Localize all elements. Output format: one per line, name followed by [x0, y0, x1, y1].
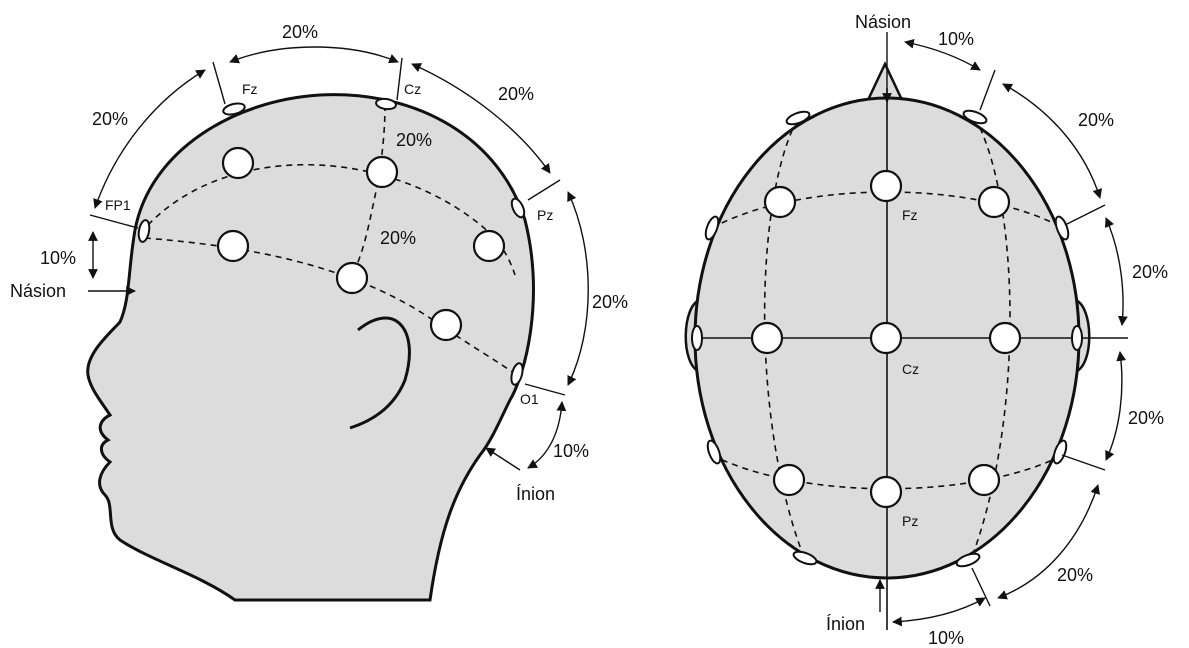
electrode: [988, 321, 1022, 355]
electrode-o1: [510, 362, 524, 386]
arc-right-mid-upper: [1104, 217, 1128, 326]
electrode: [763, 185, 797, 219]
arc-right-mid-lower: [1105, 351, 1127, 461]
tick-fp1: [89, 214, 139, 229]
electrode-fz: [869, 169, 903, 203]
tick-upper: [1064, 204, 1106, 226]
electrode-cz: [375, 97, 397, 111]
pct-cz-pz: 20%: [498, 84, 534, 104]
dashed-right-col: [969, 117, 1011, 563]
label-cz: Cz: [902, 361, 919, 377]
electrode-edge: [1071, 325, 1083, 351]
label-pz: Pz: [902, 513, 918, 529]
top-view: Násion Ínion Fz Cz Pz 10% 20% 20% 20% 20…: [684, 12, 1168, 648]
pct-right-mid-upper: 20%: [1132, 262, 1168, 282]
electrode-fz: [222, 102, 246, 116]
electrode: [472, 229, 506, 263]
tick-front: [979, 69, 996, 111]
arc-pz-o1: [567, 191, 589, 386]
electrode-edge: [955, 552, 981, 568]
label-o1: O1: [520, 391, 539, 407]
head-profile: [86, 93, 535, 602]
dashed-left-col: [763, 119, 806, 561]
arc-nasion-front: [904, 38, 981, 71]
label-fp1: FP1: [105, 197, 131, 213]
electrode-edge: [962, 109, 988, 125]
pct-fp1-fz: 20%: [92, 109, 128, 129]
electrode-pz: [869, 475, 903, 509]
arc-fz-cz: [229, 46, 399, 64]
label-fz: Fz: [902, 207, 918, 223]
label-inion: Ínion: [516, 484, 555, 504]
electrode: [335, 261, 369, 295]
nose: [866, 61, 904, 102]
pct-pz-o1: 20%: [592, 292, 628, 312]
arc-right-upper: [1002, 83, 1103, 199]
electrode-pz: [510, 197, 526, 219]
electrode: [750, 321, 784, 355]
tick-back: [971, 567, 991, 607]
side-view: Fz Cz Pz FP1 O1 20% 20% 20% 20% 20% 20% …: [10, 22, 628, 602]
electrode-edge: [792, 550, 818, 566]
tick-cz: [396, 57, 403, 101]
electrode: [429, 308, 463, 342]
pct-inner-cz: 20%: [396, 130, 432, 150]
ear: [349, 316, 411, 430]
electrode: [772, 463, 806, 497]
arc-cz-pz: [411, 63, 551, 174]
electrode-edge: [691, 325, 703, 351]
arc-right-lower: [997, 484, 1100, 600]
arc-fp1-fz: [93, 69, 206, 209]
tick-fz: [212, 61, 226, 105]
label-cz: Cz: [404, 81, 421, 97]
label-inion: Ínion: [826, 614, 865, 634]
label-nasion: Násion: [855, 12, 911, 32]
pct-o1-inion: 10%: [553, 441, 589, 461]
electrode-edge: [706, 439, 722, 465]
label-fz: Fz: [242, 81, 258, 97]
tick-lower: [1061, 454, 1106, 471]
tick-o1: [524, 383, 566, 396]
electrode: [365, 155, 399, 189]
pct-nasion-front: 10%: [938, 29, 974, 49]
pct-nasion-fp1: 10%: [40, 248, 76, 268]
pct-inion-back: 10%: [928, 628, 964, 648]
pct-right-lower: 20%: [1057, 565, 1093, 585]
electrode-edge: [704, 215, 720, 241]
arc-inion-back: [892, 597, 986, 627]
pct-right-upper: 20%: [1078, 110, 1114, 130]
electrode: [967, 463, 1001, 497]
electrode-fp1: [137, 219, 151, 243]
arc-o1-inion: [527, 401, 567, 469]
electrode: [221, 146, 255, 180]
tick-pz: [527, 179, 561, 201]
inion-arrow: [485, 447, 521, 471]
electrode: [977, 185, 1011, 219]
electrode: [216, 229, 250, 263]
pct-inner-mid: 20%: [380, 228, 416, 248]
label-nasion: Násion: [10, 281, 66, 301]
electrode-edge: [1054, 215, 1070, 241]
pct-right-mid-lower: 20%: [1128, 408, 1164, 428]
label-pz: Pz: [537, 207, 553, 223]
electrode-cz: [869, 321, 903, 355]
lower-dashed-line: [144, 237, 518, 376]
pct-fz-cz: 20%: [282, 22, 318, 42]
electrode-edge: [785, 110, 811, 126]
electrode-edge: [1052, 439, 1068, 465]
